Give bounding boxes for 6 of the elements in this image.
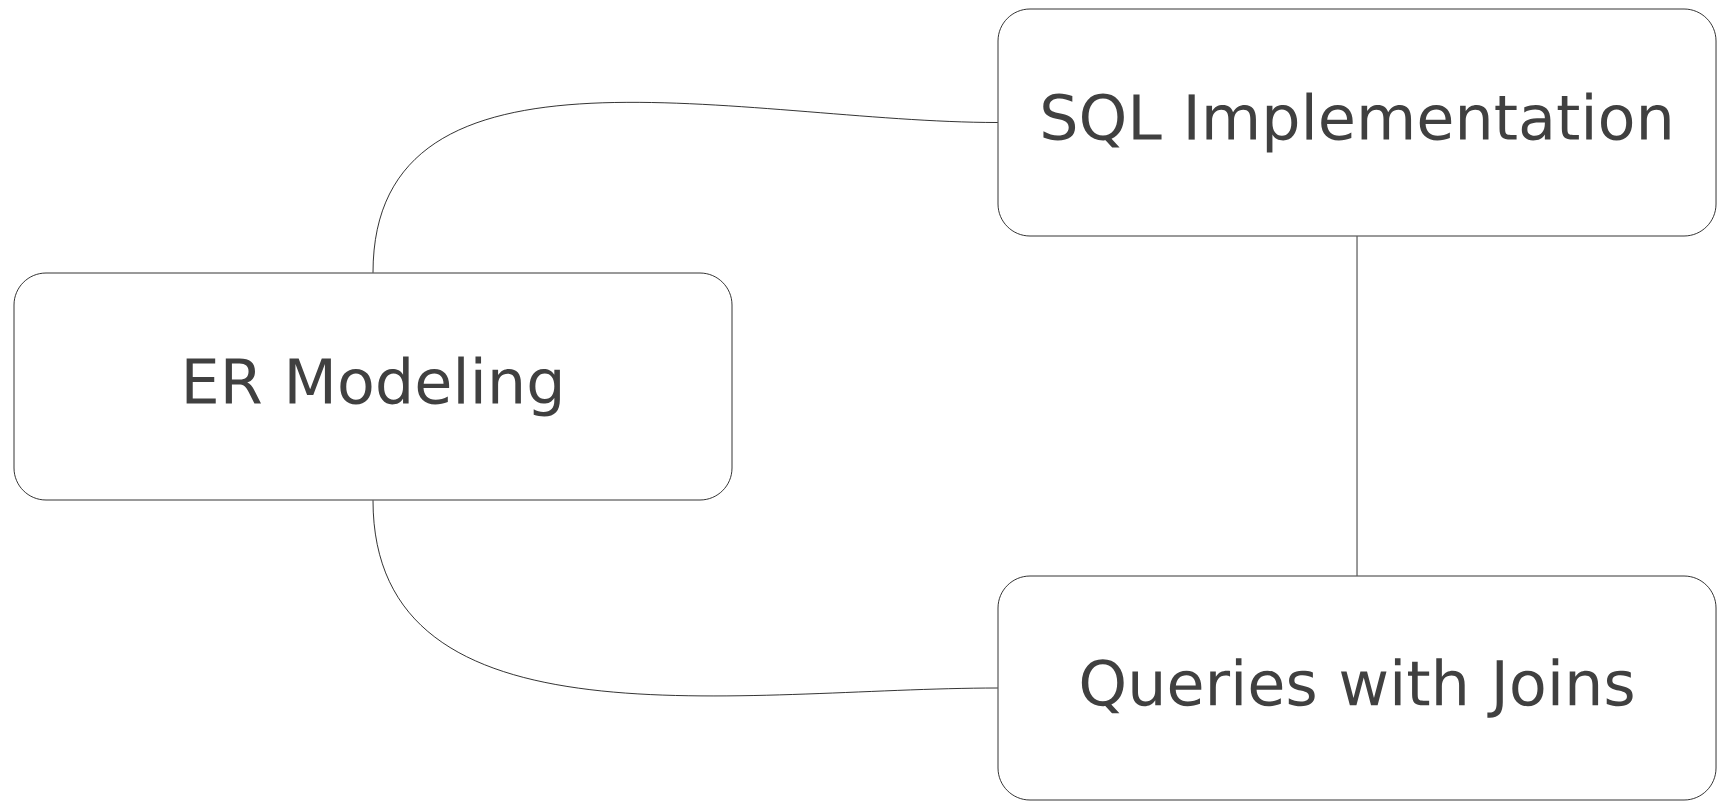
- rounded-box: ER Modeling: [13, 272, 733, 501]
- connector-line: [372, 102, 998, 273]
- rounded-box: Queries with Joins: [997, 575, 1717, 801]
- connector-line: [372, 500, 998, 697]
- connector-line: [1356, 236, 1358, 576]
- rounded-box: SQL Implementation: [997, 8, 1717, 237]
